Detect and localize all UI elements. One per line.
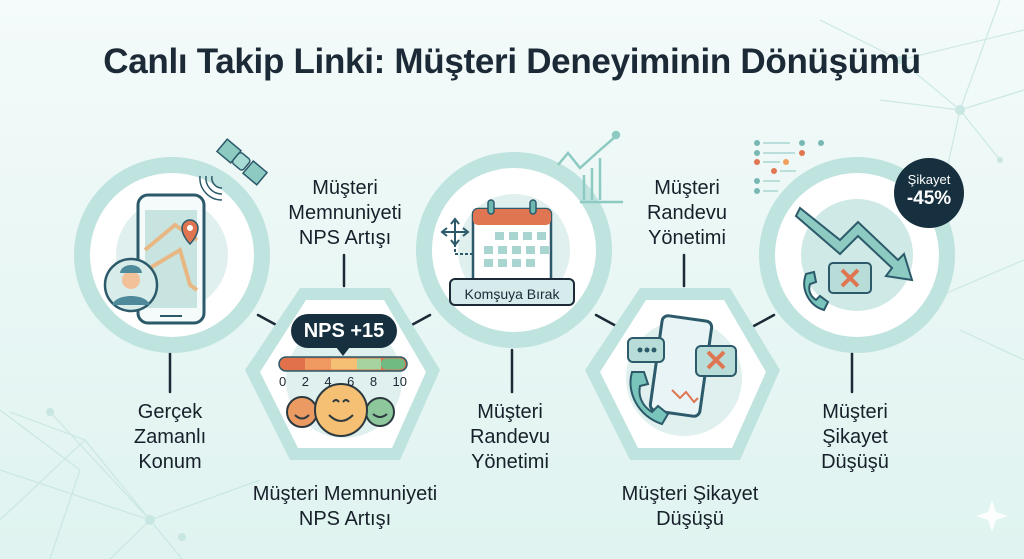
tick: 10 bbox=[392, 374, 407, 389]
drop-to-neighbor-tag: Komşuya Bırak bbox=[449, 278, 575, 306]
tick: 4 bbox=[324, 374, 332, 389]
label-appointment-top: Müşteri Randevu Yönetimi bbox=[646, 177, 728, 249]
label-complaint-drop: Müşteri Şikayet Düşüşü bbox=[821, 401, 889, 473]
complaint-badge-value: -45% bbox=[906, 188, 952, 209]
sparkle-icon bbox=[976, 500, 1008, 532]
signal-waves-icon bbox=[199, 175, 223, 201]
smiley-faces-icon bbox=[286, 383, 395, 437]
courier-avatar-icon bbox=[103, 257, 159, 313]
tick: 2 bbox=[301, 374, 309, 389]
page-title: Canlı Takip Linki: Müşteri Deneyiminin D… bbox=[103, 42, 921, 81]
nps-badge: NPS +15 bbox=[291, 314, 397, 356]
complaint-badge-label: Şikayet bbox=[907, 172, 951, 187]
tick: 6 bbox=[347, 374, 355, 389]
complaint-reduction-badge: Şikayet -45% bbox=[894, 158, 964, 228]
growth-chart-icon bbox=[557, 130, 623, 204]
calendar-icon bbox=[471, 199, 553, 286]
label-realtime-location: Gerçek Zamanlı Konum bbox=[133, 401, 207, 473]
caption-nps: Müşteri Memnuniyeti NPS Artışı bbox=[252, 483, 438, 530]
nps-scale-ticks: 0 2 4 6 8 10 bbox=[279, 374, 407, 389]
satellite-icon bbox=[215, 138, 269, 186]
nps-scale-icon bbox=[278, 356, 408, 372]
tick: 8 bbox=[369, 374, 378, 389]
list-dots-icon bbox=[754, 140, 824, 194]
caption-complaint: Müşteri Şikayet Düşüşü bbox=[621, 483, 759, 530]
label-nps-top: Müşteri Memnuniyeti NPS Artışı bbox=[288, 177, 402, 249]
move-arrows-icon bbox=[440, 217, 475, 255]
down-trend-arrow-icon bbox=[794, 206, 914, 312]
phone-chat-cancel-icon bbox=[627, 314, 737, 426]
label-appointment-bottom: Müşteri Randevu Yönetimi bbox=[469, 401, 551, 473]
tick: 0 bbox=[279, 374, 287, 389]
